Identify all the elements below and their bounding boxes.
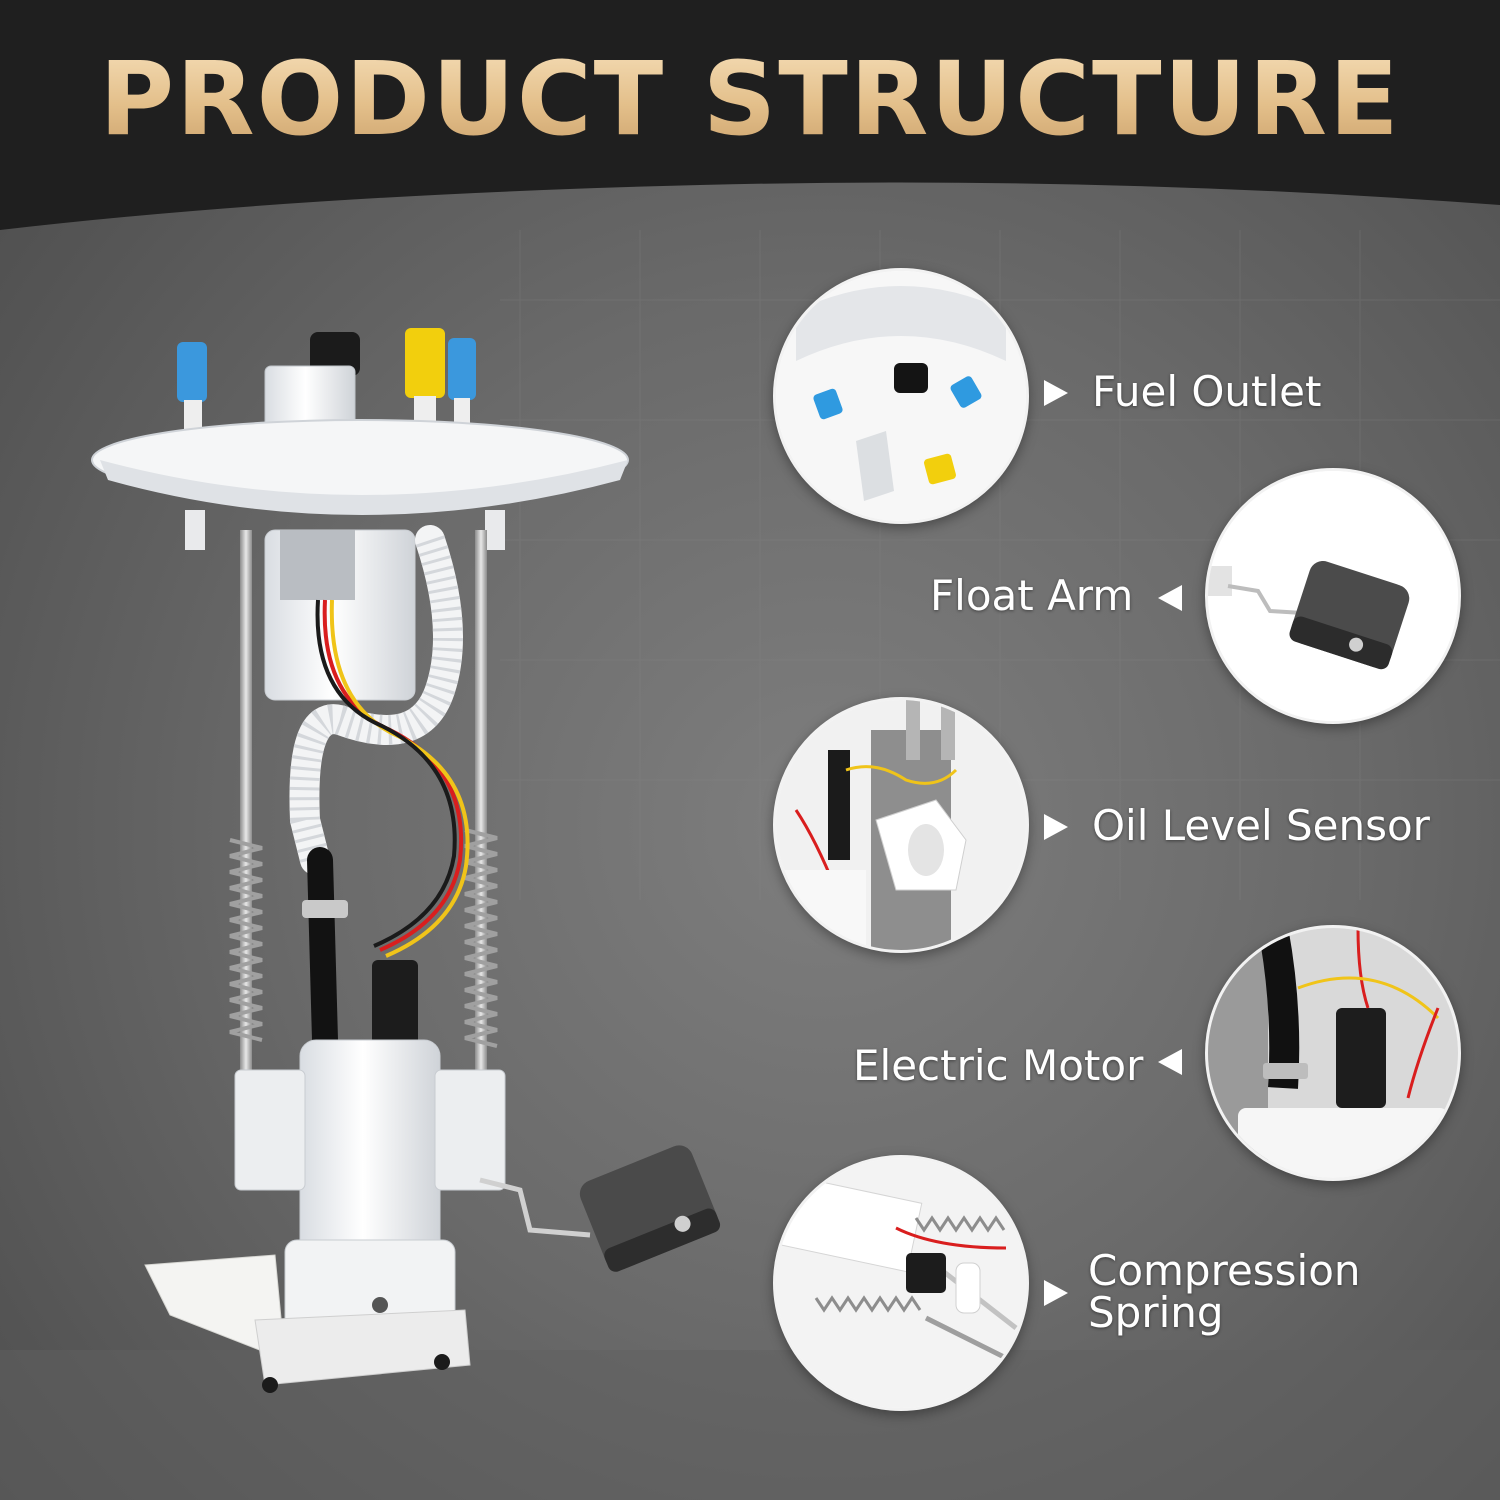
float-arm-arrow-icon: [1158, 585, 1182, 611]
fuel-outlet-callout-image: [773, 268, 1029, 524]
header-band: [0, 0, 1500, 230]
electric-motor-arrow-icon: [1158, 1049, 1182, 1075]
compression-spring-callout-image: [773, 1155, 1029, 1411]
oil-level-sensor-label: Oil Level Sensor: [1092, 801, 1430, 850]
float-arm-label: Float Arm: [930, 571, 1134, 620]
fuel-outlet-label: Fuel Outlet: [1092, 367, 1322, 416]
electric-motor-detail-photo: [1208, 928, 1458, 1178]
float-arm-detail-photo: [1208, 471, 1458, 721]
compression-spring-label-line1: Compression: [1088, 1246, 1361, 1295]
fuel-outlet-detail-photo: [776, 271, 1026, 521]
electric-motor-callout-image: [1205, 925, 1461, 1181]
compression-spring-label-line2: Spring: [1088, 1288, 1224, 1337]
fuel-outlet-arrow-icon: [1044, 380, 1068, 406]
fuel-pump-assembly-image: [91, 328, 721, 1393]
compression-spring-arrow-icon: [1044, 1280, 1068, 1306]
page-title: PRODUCT STRUCTURE: [0, 40, 1500, 159]
oil-level-sensor-arrow-icon: [1044, 814, 1068, 840]
oil-level-sensor-callout-image: [773, 697, 1029, 953]
float-arm-callout-image: [1205, 468, 1461, 724]
compression-spring-detail-photo: [776, 1158, 1026, 1408]
electric-motor-label: Electric Motor: [853, 1041, 1144, 1090]
oil-level-sensor-detail-photo: [776, 700, 1026, 950]
